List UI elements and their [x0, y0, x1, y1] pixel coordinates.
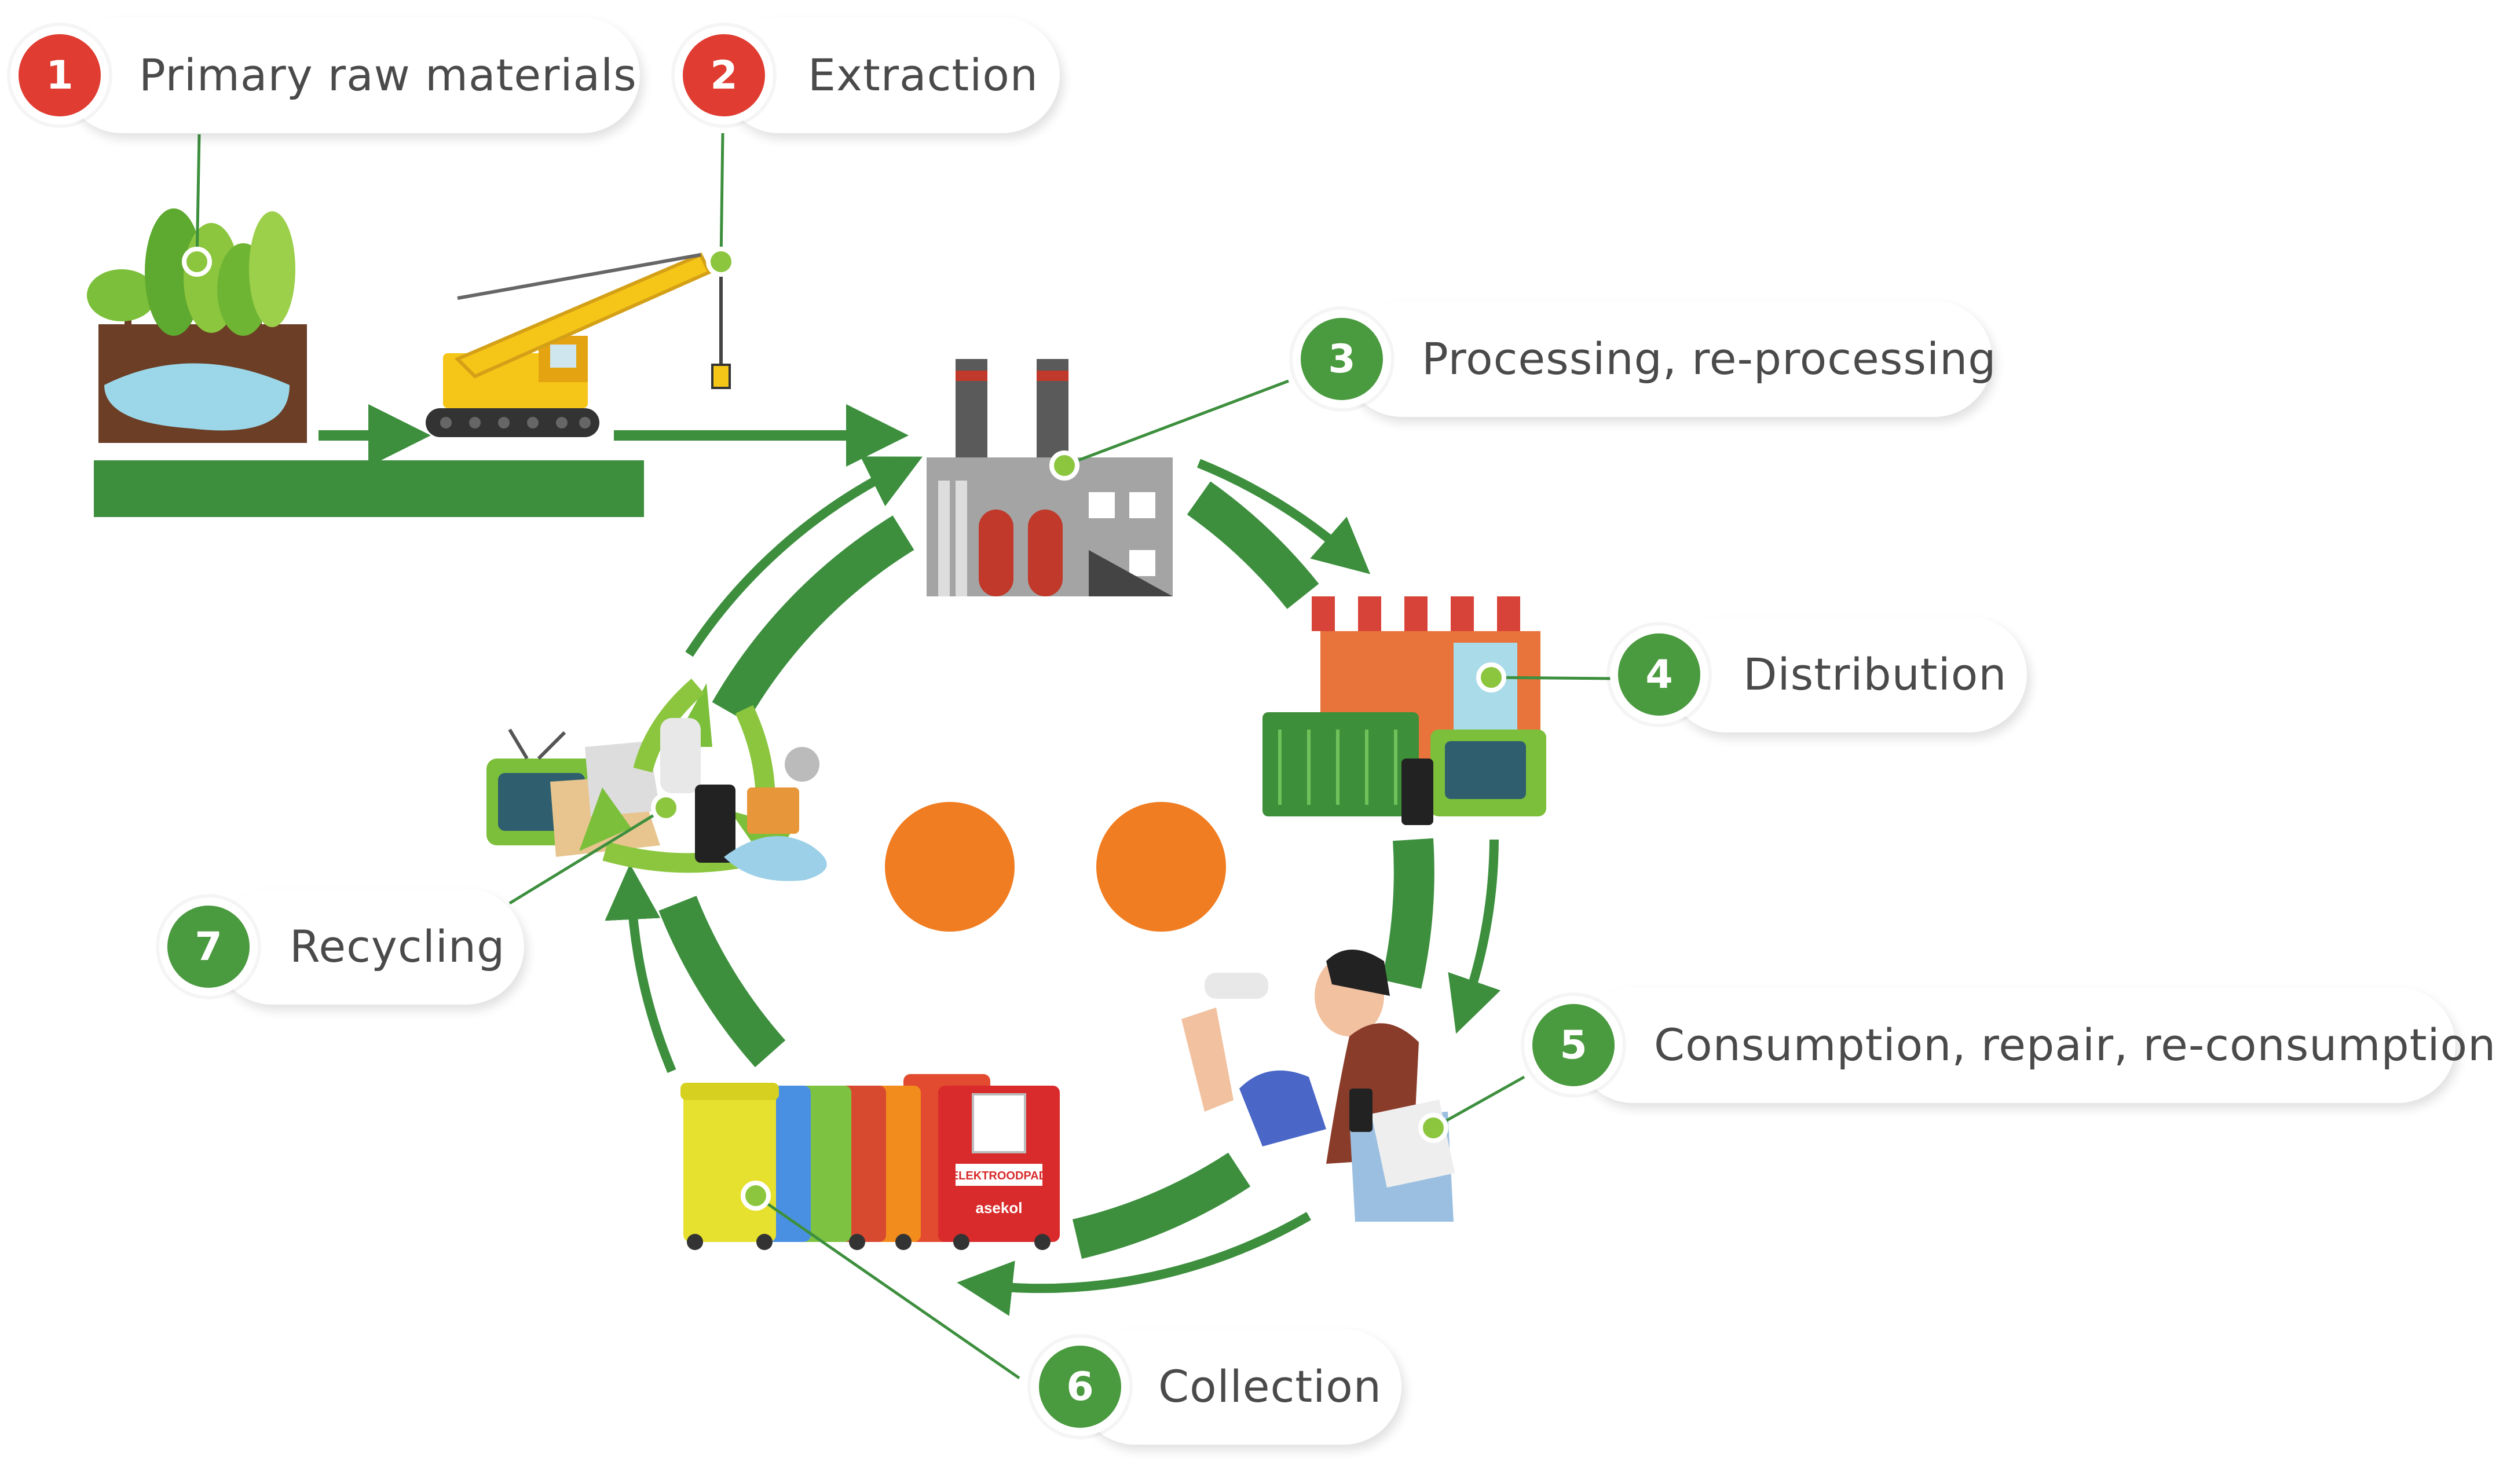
recycling-illustration	[486, 679, 827, 881]
ground-bar	[94, 460, 644, 517]
step-6-callout	[1077, 1329, 1401, 1445]
step-1-badge: 1	[10, 26, 109, 124]
center-dot-right	[1096, 802, 1226, 932]
arc-collection-to-recycling	[658, 895, 786, 1068]
shop-illustration	[1262, 596, 1549, 825]
arc-consumption-to-collection	[1072, 1152, 1251, 1259]
leader-lines	[195, 133, 1617, 1380]
step-6-badge: 6	[1031, 1338, 1129, 1436]
arc-outer-consumption-to-collection	[957, 1212, 1312, 1316]
step-5-badge: 5	[1524, 996, 1623, 1094]
step-4-callout	[1668, 617, 2027, 732]
step-6-label: Collection	[1158, 1361, 1382, 1412]
step-1-callout	[64, 17, 640, 133]
factory-illustration	[927, 359, 1173, 596]
cycle-arrows	[605, 456, 1501, 1316]
step-2-label: Extraction	[808, 49, 1038, 101]
center-dot-left	[885, 802, 1015, 932]
step-3-label: Processing, re-processing	[1422, 333, 1997, 384]
arc-outer-collection-to-recycling	[605, 864, 676, 1073]
crane-illustration	[426, 252, 731, 437]
step-2-badge: 2	[675, 26, 773, 124]
step-7-badge: 7	[159, 897, 258, 996]
step-3-badge: 3	[1293, 310, 1391, 408]
arc-outer-distribution-to-consumption	[1448, 839, 1501, 1034]
step-4-badge: 4	[1610, 625, 1708, 724]
step-4-label: Distribution	[1743, 648, 2007, 700]
collection-bins-illustration: ELEKTROODPAD asekol	[680, 1074, 1060, 1250]
arc-distribution-to-consumption	[1381, 838, 1434, 989]
arc-outer-processing-to-distribution	[1196, 459, 1371, 574]
raw-materials-illustration	[87, 208, 307, 443]
step-7-label: Recycling	[290, 921, 506, 972]
bin-label: ELEKTROODPAD	[951, 1170, 1047, 1182]
step-1-label: Primary raw materials	[139, 49, 637, 101]
step-3-callout	[1344, 301, 1992, 417]
arc-outer-recycling-to-processing	[685, 456, 923, 657]
step-5-label: Consumption, repair, re-consumption	[1654, 1019, 2496, 1071]
arc-recycling-to-processing	[712, 515, 914, 723]
leader-markers	[182, 247, 1506, 1211]
step-7-callout	[214, 889, 524, 1005]
step-5-callout	[1575, 987, 2455, 1103]
bin-brand: asekol	[976, 1199, 1023, 1216]
arc-processing-to-distribution	[1187, 481, 1319, 609]
step-2-callout	[721, 17, 1060, 133]
